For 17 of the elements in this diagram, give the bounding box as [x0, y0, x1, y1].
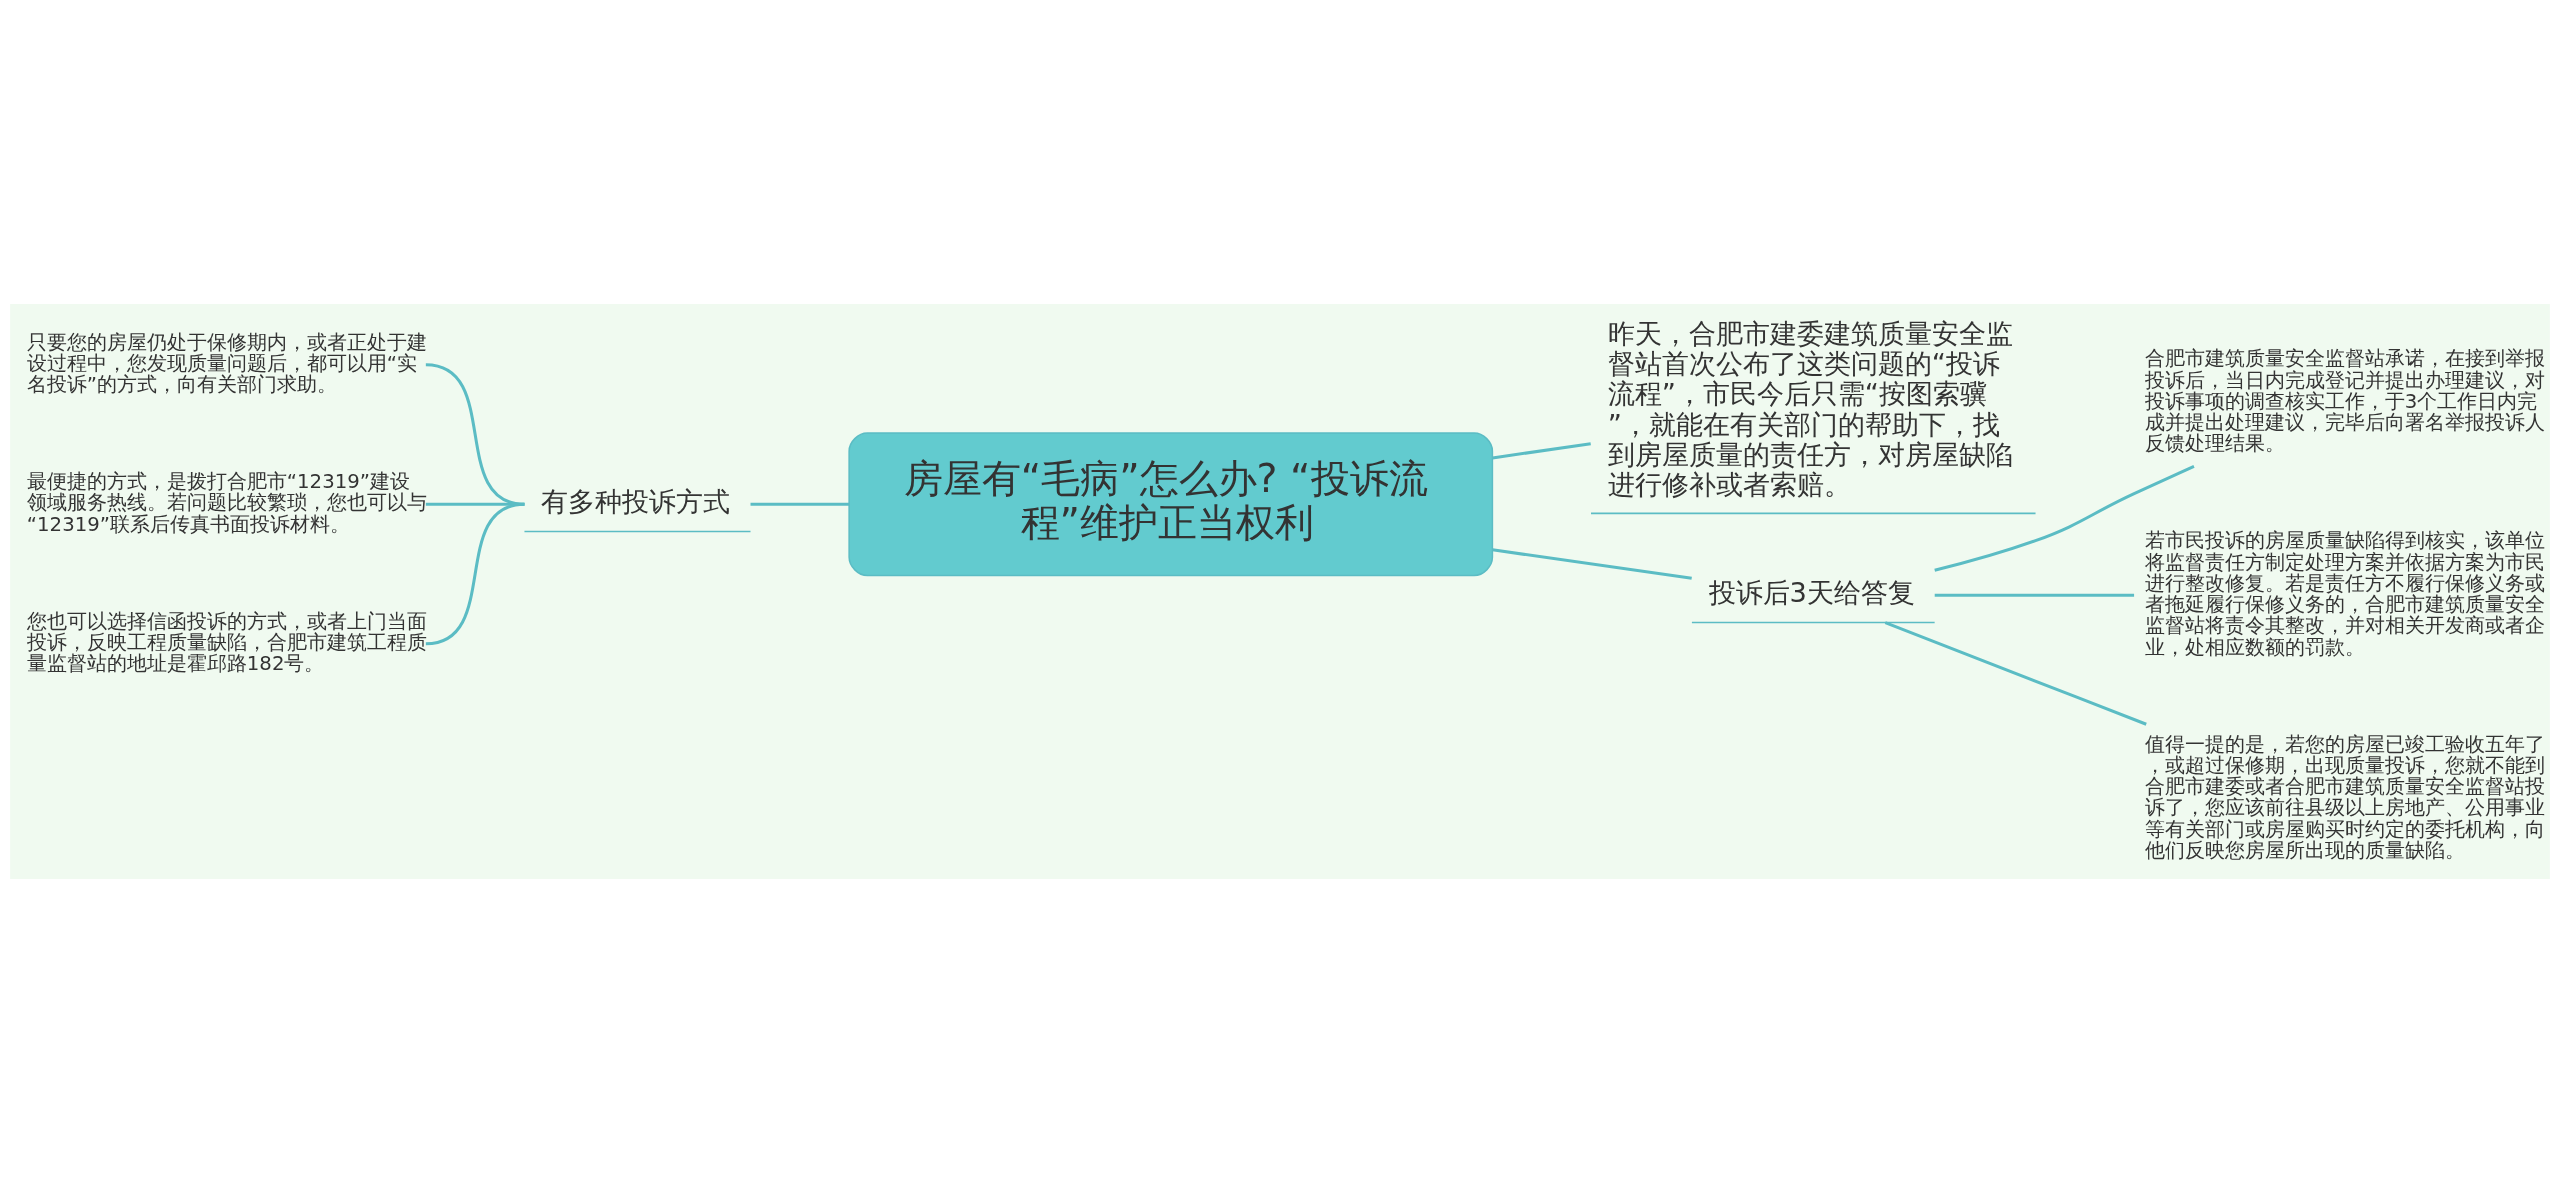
node-text: 若市民投诉的房屋质量缺陷得到核实，该单位将监督责任方制定处理方案并依据方案为市民进行整改修复。若是责任方不履行保修义务或者拖延履行保修义务的，合肥市建筑质量安全监督站将责令其整改，并对相关开发商或者企业，处相应数额的罚款。: [2144, 529, 2545, 659]
node-text: 只要您的房屋仍处于保修期内，或者正处于建设过程中，您发现质量问题后，都可以用“实名投诉”的方式，向有关部门求助。: [26, 330, 427, 397]
node-text: 昨天，合肥市建委建筑质量安全监督站首次公布了这类问题的“投诉流程”，市民今后只需“按图索骥”，就能在有关部门的帮助下，找到房屋质量的责任方，对房屋缺陷进行修补或者索赔。: [1607, 317, 2013, 501]
node-text: 合肥市建筑质量安全监督站承诺，在接到举报投诉后，当日内完成登记并提出办理建议，对投诉事项的调查核实工作，于3个工作日内完成并提出处理建议，完毕后向署名举报投诉人反馈处理结果。: [2144, 347, 2545, 456]
node-text: 投诉后3天给答复: [1708, 576, 1915, 608]
connector: [750, 502, 850, 506]
connector: [1934, 464, 2195, 572]
connector: [1492, 548, 1692, 580]
connector: [1934, 593, 2135, 597]
connector: [1492, 442, 1591, 460]
connector: [425, 502, 525, 646]
node-box: 房屋有“毛病”怎么办? “投诉流程”维护正当权利: [848, 432, 1494, 577]
connector: [1884, 621, 2147, 726]
node-text: 值得一提的是，若您的房屋已竣工验收五年了，或超过保修期，出现质量投诉，您就不能到合肥市建委或者合肥市建筑质量安全监督站投诉了，您应该前往县级以上房地产、公用事业等有关部门或房屋购买时约定的委托机构，向他们反映您房屋所出现的质量缺陷。: [2144, 732, 2545, 862]
node-text: 最便捷的方式，是拨打合肥市“12319”建设领域服务热线。若问题比较繁琐，您也可以与“12319”联系后传真书面投诉材料。: [26, 470, 427, 536]
node-text: 您也可以选择信函投诉的方式，或者上门当面投诉，反映工程质量缺陷，合肥市建筑工程质量监督站的地址是霍邱路182号。: [26, 609, 427, 676]
node-text: 有多种投诉方式: [541, 485, 731, 517]
